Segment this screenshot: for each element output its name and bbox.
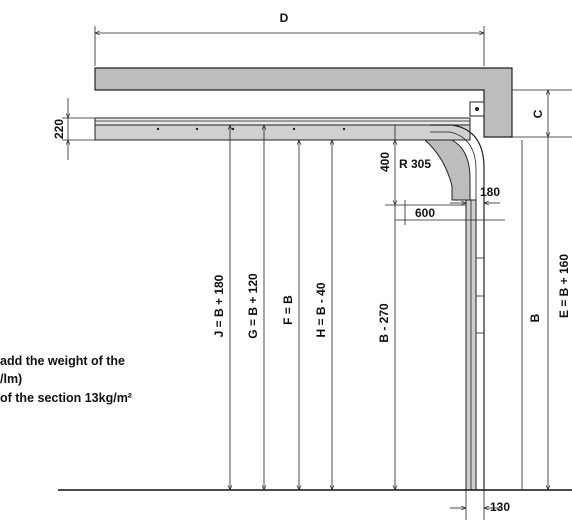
curved-track-inner xyxy=(430,131,477,490)
dim-r305-label: R 305 xyxy=(399,157,431,171)
dim-180-label: 180 xyxy=(480,185,500,199)
dim-d-label: D xyxy=(280,11,289,25)
dim-400-label: 400 xyxy=(378,152,392,172)
note-line-3: of the section 13kg/m² xyxy=(0,391,132,405)
note-line-1: add the weight of the xyxy=(0,354,125,368)
dim-g-label: G = B + 120 xyxy=(246,273,260,339)
note-line-2: /lm) xyxy=(0,372,22,386)
dim-130-label: 130 xyxy=(490,500,510,514)
dim-e-label: E = B + 160 xyxy=(557,254,571,318)
curved-track xyxy=(430,124,485,490)
curve-panel xyxy=(423,139,471,201)
dim-f-label: F = B xyxy=(281,295,295,325)
dim-b270-label: B - 270 xyxy=(377,303,391,343)
dim-j-label: J = B + 180 xyxy=(212,274,226,337)
dim-220-label: 220 xyxy=(52,119,66,139)
horizontal-track xyxy=(94,117,471,141)
vertical-track xyxy=(465,199,484,491)
dim-b-label: B xyxy=(528,313,542,322)
dim-600-label: 600 xyxy=(415,206,435,220)
bracket-bolt xyxy=(475,107,479,111)
dim-c-label: C xyxy=(531,109,545,118)
lintel-slab xyxy=(94,67,513,138)
dim-h-label: H = B - 40 xyxy=(314,282,328,337)
